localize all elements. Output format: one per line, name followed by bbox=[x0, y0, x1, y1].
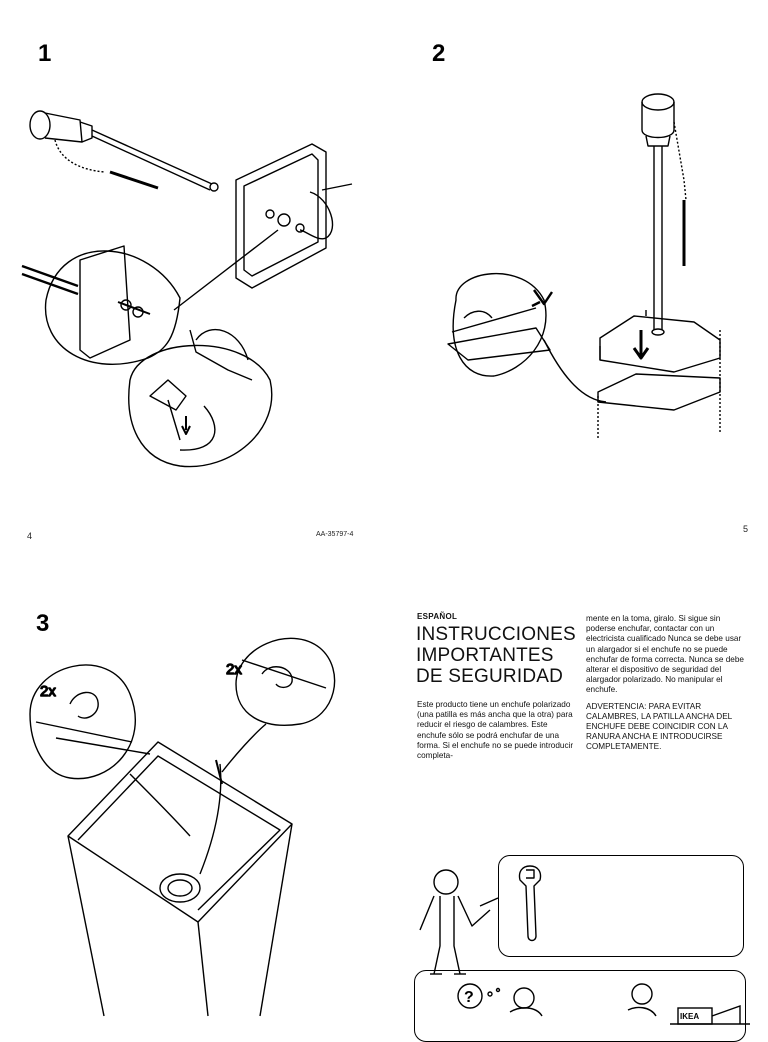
safety-text-continued: mente en la toma, giralo. Si sigue sin p… bbox=[586, 614, 744, 695]
document-code: AA-35797-4 bbox=[316, 531, 354, 538]
page-number-5: 5 bbox=[743, 524, 749, 534]
store-sign: IKEA bbox=[680, 1012, 699, 1021]
step-1-number: 1 bbox=[38, 40, 52, 67]
step-2-number: 2 bbox=[432, 40, 446, 67]
safety-title-line-2: IMPORTANTES bbox=[416, 645, 554, 666]
tools-box bbox=[498, 855, 744, 957]
safety-text-column-2: mente en la toma, giralo. Si sigue sin p… bbox=[586, 614, 746, 753]
safety-title-line-3: DE SEGURIDAD bbox=[416, 666, 564, 687]
page-number-4: 4 bbox=[27, 531, 33, 541]
safety-text-column-1: Este producto tiene un enchufe polarizad… bbox=[417, 700, 574, 761]
help-illustration: ? IKEA bbox=[457, 983, 750, 1025]
tools-illustration bbox=[419, 865, 542, 975]
help-question-mark: ? bbox=[464, 989, 474, 1006]
step-3-illustration: 2x 2x bbox=[29, 637, 336, 1017]
safety-title-line-1: INSTRUCCIONES bbox=[416, 624, 576, 645]
step-3-count-right: 2x bbox=[226, 661, 242, 678]
step-3-number: 3 bbox=[36, 610, 50, 637]
wrench-icon bbox=[518, 865, 542, 942]
step-3-count-left: 2x bbox=[40, 683, 56, 700]
step-2-illustration bbox=[447, 93, 721, 440]
language-label: ESPAÑOL bbox=[417, 612, 458, 621]
safety-warning: ADVERTENCIA: PARA EVITAR CALAMBRES, LA P… bbox=[586, 701, 732, 752]
safety-title: INSTRUCCIONES IMPORTANTES DE SEGURIDAD bbox=[416, 624, 586, 687]
step-1-illustration bbox=[21, 110, 353, 468]
